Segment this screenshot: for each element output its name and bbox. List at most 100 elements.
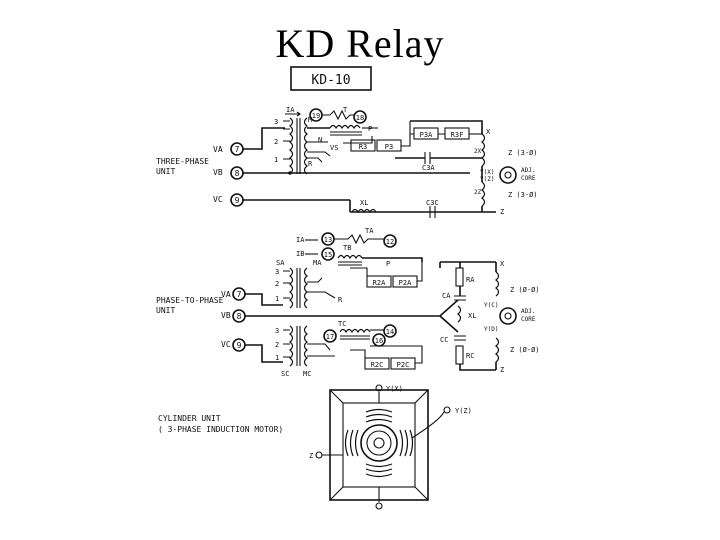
ia-label: IA — [286, 106, 295, 114]
n-label: N — [318, 136, 322, 144]
adj-core-3phase — [499, 166, 517, 184]
svg-text:TC: TC — [338, 320, 346, 328]
r-label: R — [308, 160, 313, 168]
svg-text:Z (Ø-Ø): Z (Ø-Ø) — [510, 346, 540, 354]
svg-text:RA: RA — [466, 276, 475, 284]
terminal-14 — [383, 324, 397, 338]
phase-to-phase-unit-label: UNIT — [156, 306, 175, 315]
slide-title: KD Relay — [275, 21, 445, 66]
svg-text:X: X — [500, 260, 505, 268]
svg-text:CC: CC — [440, 336, 448, 344]
terminal-8-label: 8 — [235, 169, 240, 178]
svg-text:Z (Ø-Ø): Z (Ø-Ø) — [510, 286, 540, 294]
svg-text:VA: VA — [221, 290, 231, 299]
svg-text:7: 7 — [237, 290, 242, 299]
svg-text:Y(Z): Y(Z) — [455, 407, 472, 415]
svg-text:Y(X): Y(X) — [386, 385, 403, 393]
svg-text:8: 8 — [237, 312, 242, 321]
svg-text:SA: SA — [276, 259, 285, 267]
svg-text:12: 12 — [386, 238, 394, 246]
terminal-17 — [323, 329, 337, 343]
svg-text:1: 1 — [275, 295, 279, 303]
svg-text:18: 18 — [356, 114, 364, 122]
svg-text:2: 2 — [275, 341, 279, 349]
svg-text:MC: MC — [303, 370, 311, 378]
svg-text:Z: Z — [500, 366, 504, 374]
three-phase-unit: THREE-PHASE UNIT VA VB VC 7 8 9 3 2 1 IA… — [156, 106, 538, 218]
svg-text:9: 9 — [237, 341, 242, 350]
svg-text:2: 2 — [275, 280, 279, 288]
svg-text:19: 19 — [312, 112, 320, 120]
terminal-9-label: 9 — [235, 196, 240, 205]
svg-text:P: P — [386, 260, 390, 268]
svg-text:R2A: R2A — [373, 279, 386, 287]
svg-text:IA: IA — [296, 236, 305, 244]
svg-text:Y(X): Y(X) — [480, 169, 494, 176]
svg-text:R3F: R3F — [451, 131, 464, 139]
rotor — [360, 424, 398, 462]
svg-text:Y(C): Y(C) — [484, 302, 498, 309]
r2c-box — [364, 357, 390, 370]
z-3phase-bottom: Z (3-Ø) — [508, 191, 538, 199]
three-phase-unit-label: UNIT — [156, 167, 175, 176]
svg-text:1: 1 — [275, 354, 279, 362]
svg-text:CA: CA — [442, 292, 451, 300]
p-label: P — [368, 125, 372, 133]
svg-text:16: 16 — [375, 337, 383, 345]
three-phase-label: THREE-PHASE — [156, 157, 209, 166]
terminal-15 — [321, 247, 335, 261]
svg-text:R: R — [338, 296, 343, 304]
terminal-12 — [383, 234, 397, 248]
svg-text:RC: RC — [466, 352, 474, 360]
x-label-top: X — [486, 128, 491, 136]
tap-1: 1 — [274, 156, 278, 164]
svg-text:MA: MA — [313, 259, 322, 267]
r2a-box — [366, 275, 392, 288]
svg-text:13: 13 — [324, 236, 332, 244]
phase-to-phase-label: PHASE-TO-PHASE — [156, 296, 224, 305]
z-3phase-top: Z (3-Ø) — [508, 149, 538, 157]
model-box — [290, 66, 372, 91]
ra-resistor — [455, 267, 464, 287]
svg-text:2X: 2X — [474, 148, 482, 155]
svg-text:TA: TA — [365, 227, 374, 235]
svg-text:TB: TB — [343, 244, 351, 252]
three-phase-va: VA — [213, 145, 223, 154]
c3c-label: C3C — [426, 199, 439, 207]
r3-box — [350, 139, 376, 152]
tap-2: 2 — [274, 138, 278, 146]
cylinder-unit: CYLINDER UNIT ( 3-PHASE INDUCTION MOTOR)… — [158, 384, 472, 510]
xl-label: XL — [360, 199, 368, 207]
t-label: T — [343, 106, 348, 114]
cylinder-sub-label: ( 3-PHASE INDUCTION MOTOR) — [158, 425, 283, 434]
svg-text:Z: Z — [309, 452, 313, 460]
z-label-3phase: Z — [500, 208, 504, 216]
svg-text:XL: XL — [468, 312, 476, 320]
svg-text:P3A: P3A — [420, 131, 433, 139]
vs-label: VS — [330, 144, 338, 152]
terminal-7-label: 7 — [235, 145, 240, 154]
svg-text:14: 14 — [386, 328, 394, 336]
svg-text:IB: IB — [296, 250, 304, 258]
svg-text:R3: R3 — [359, 143, 367, 151]
model-label: KD-10 — [311, 73, 350, 88]
three-phase-vb: VB — [213, 168, 223, 177]
svg-text:Y(D): Y(D) — [484, 326, 498, 333]
three-phase-vc: VC — [213, 195, 223, 204]
svg-text:P2C: P2C — [397, 361, 410, 369]
cylinder-label: CYLINDER UNIT — [158, 414, 221, 423]
tap-3: 3 — [274, 118, 278, 126]
svg-text:CORE: CORE — [521, 175, 536, 182]
svg-text:2Z: 2Z — [474, 189, 482, 196]
svg-text:SC: SC — [281, 370, 289, 378]
svg-text:Y(Z): Y(Z) — [480, 176, 494, 183]
motor-frame — [329, 389, 429, 501]
svg-text:ADJ.: ADJ. — [521, 167, 535, 174]
svg-text:P2A: P2A — [399, 279, 412, 287]
svg-text:17: 17 — [326, 333, 334, 341]
svg-text:VC: VC — [221, 340, 231, 349]
terminal-18 — [353, 110, 367, 124]
svg-text:P3: P3 — [385, 143, 393, 151]
svg-text:VB: VB — [221, 311, 231, 320]
